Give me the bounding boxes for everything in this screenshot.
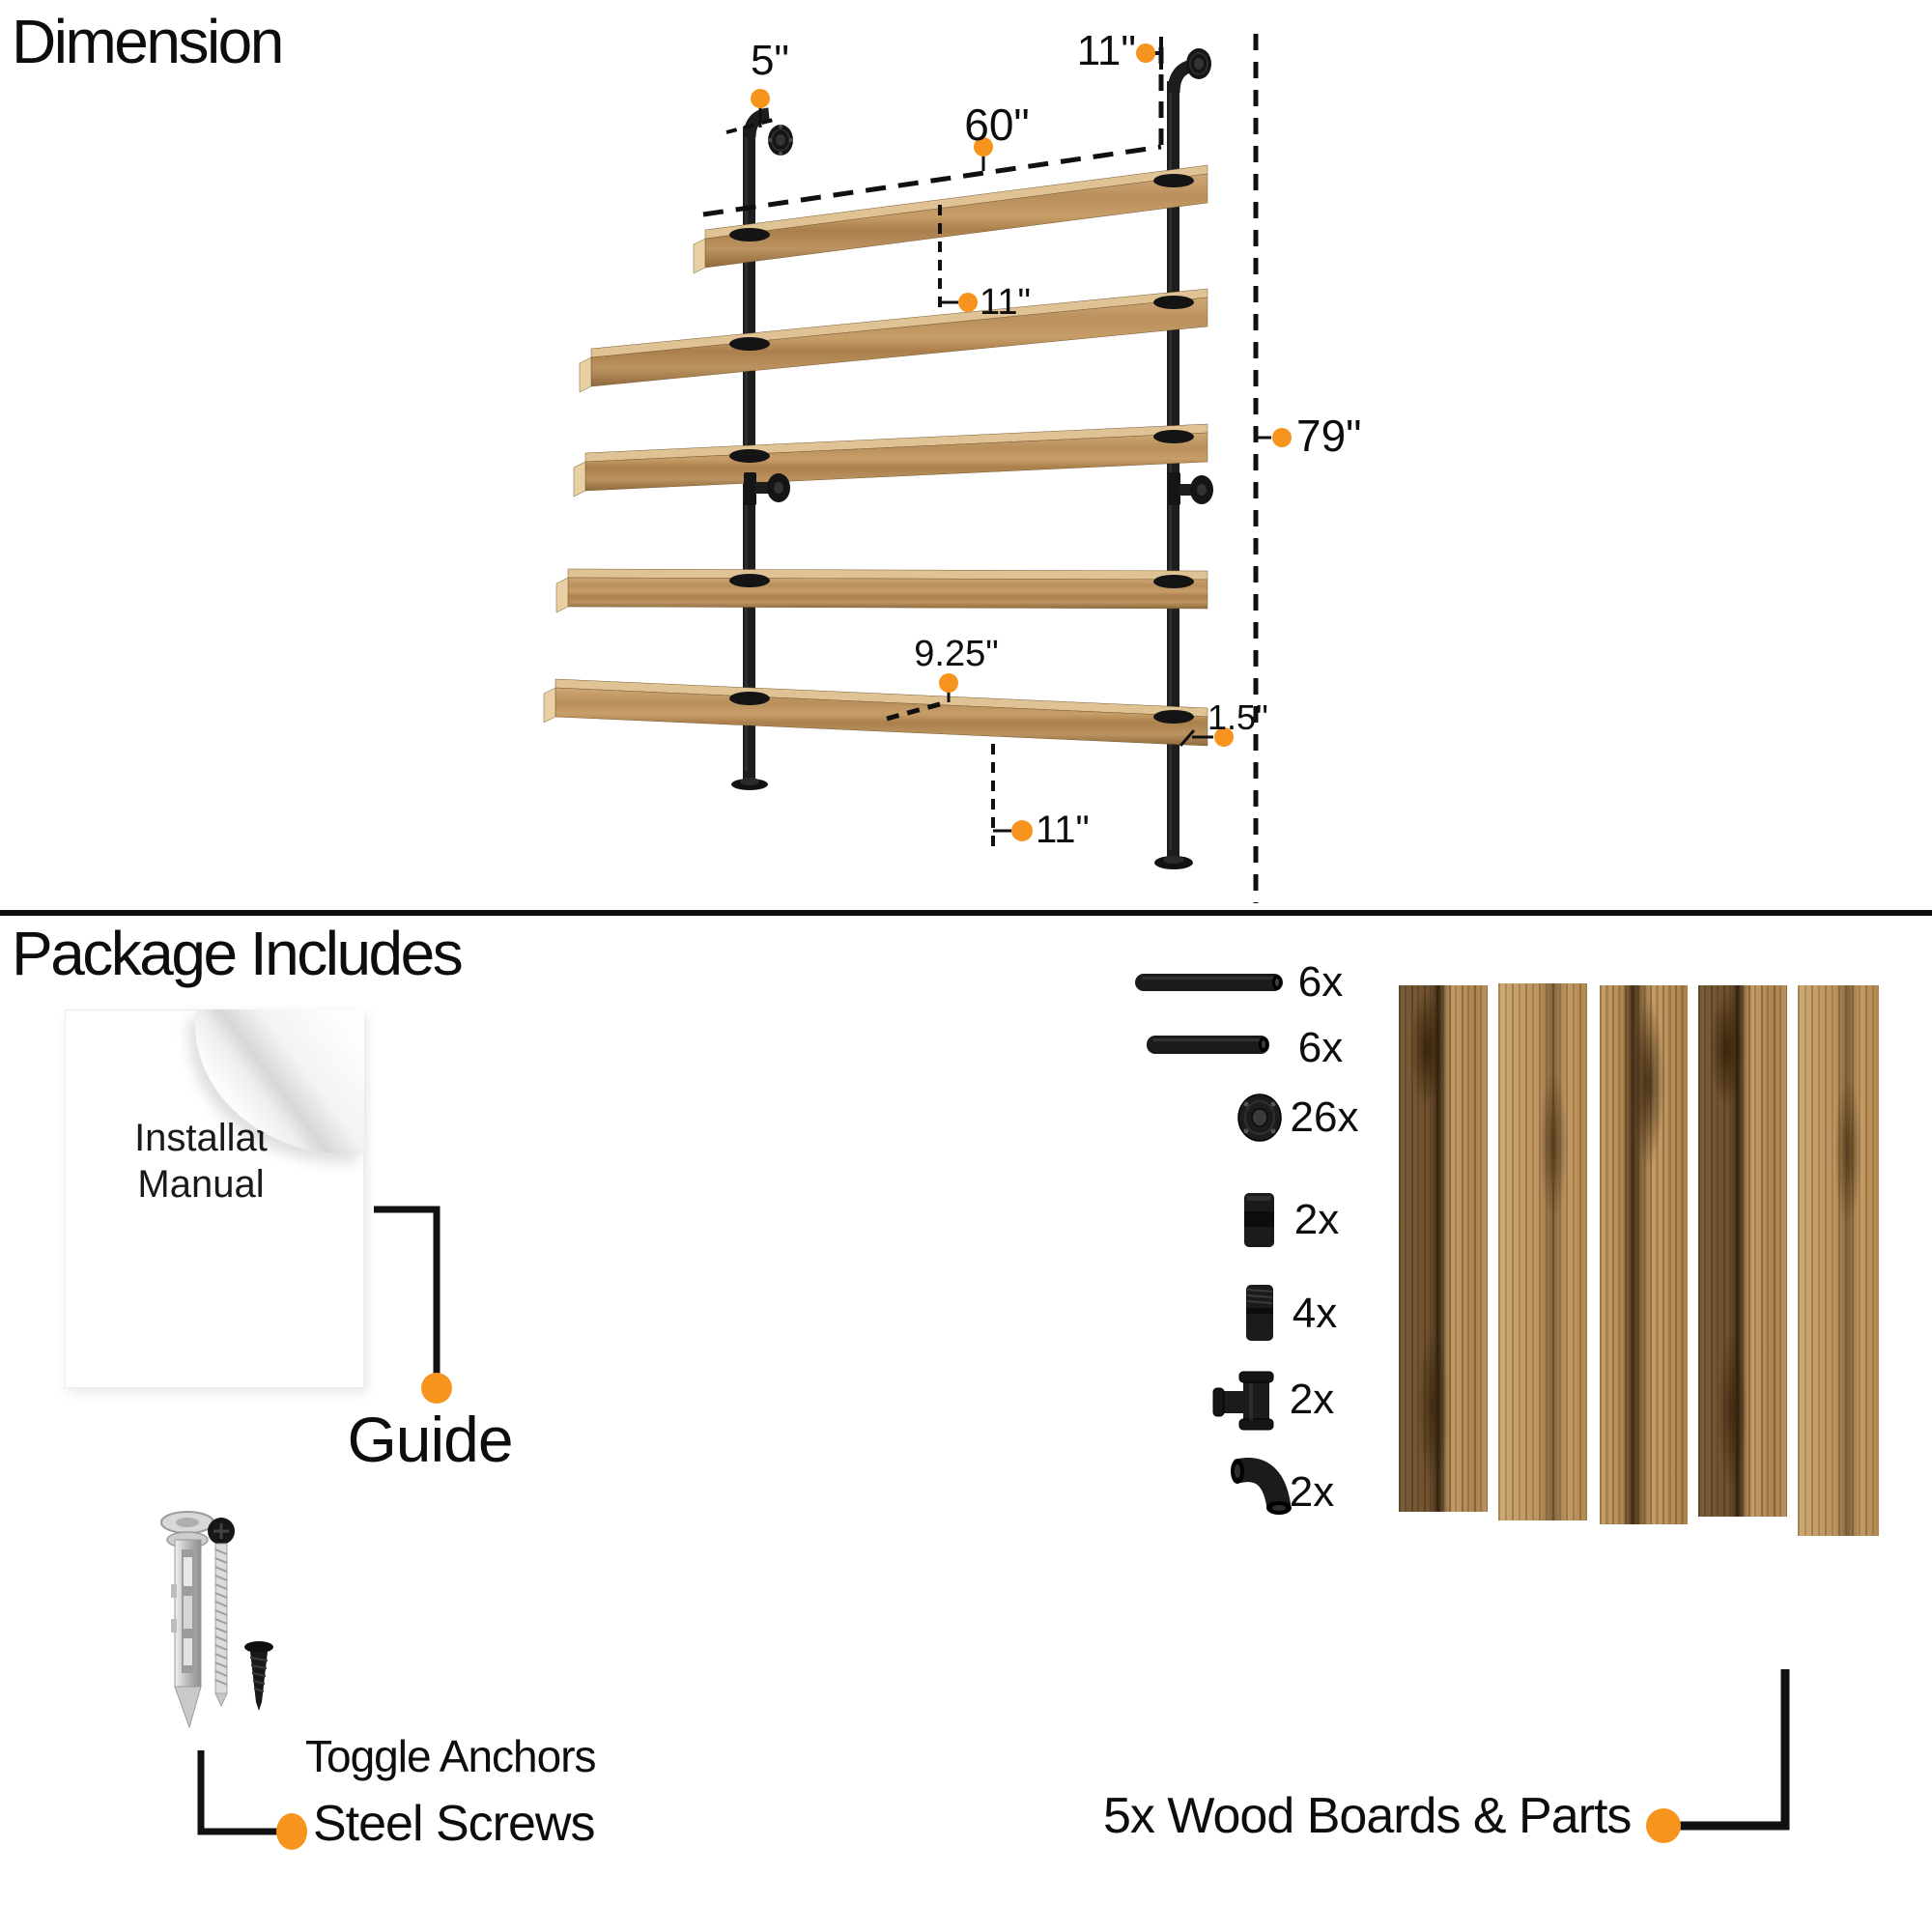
- qty-long-pipe: 6x: [1297, 958, 1344, 1006]
- manual-title-line2: Manual: [137, 1163, 265, 1206]
- boards-callout-label: 5x Wood Boards & Parts: [1103, 1788, 1632, 1844]
- guide-callout-label: Guide: [347, 1404, 513, 1475]
- section-divider: [0, 910, 1932, 916]
- dim-shelf-spacing-label: 11": [980, 282, 1031, 323]
- qty-long-nipple: 4x: [1292, 1290, 1338, 1337]
- long-screw-icon: [208, 1518, 235, 1708]
- wall-mount-brackets: [743, 48, 1213, 505]
- anchors-callout-label: Toggle Anchors: [305, 1731, 597, 1781]
- shelf-3: [573, 423, 1208, 497]
- elbow-fitting-icon: [1231, 1458, 1292, 1515]
- package-section-title: Package Includes: [12, 919, 464, 988]
- qty-short-pipe: 6x: [1297, 1024, 1344, 1071]
- shelf-5: [543, 678, 1208, 747]
- short-nipple-icon: [1244, 1193, 1274, 1247]
- dim-shelf-depth-label: 9.25": [914, 634, 999, 674]
- shelf-pipe-flanges: [729, 174, 1194, 724]
- parts-icons: [1135, 974, 1292, 1515]
- qty-floor-flange: 26x: [1290, 1094, 1359, 1141]
- floor-flanges: [731, 771, 1193, 869]
- wood-board: [1600, 985, 1688, 1524]
- short-pipe-icon: [1147, 1036, 1269, 1054]
- dim-top-inset-label: 11": [1076, 27, 1136, 74]
- wood-board: [1399, 985, 1488, 1512]
- callout-dots: [276, 1373, 1681, 1850]
- qty-short-nipple: 2x: [1293, 1196, 1340, 1243]
- qty-tee-fitting: 2x: [1289, 1376, 1335, 1423]
- toggle-anchor-icon: [160, 1511, 214, 1729]
- long-nipple-icon: [1246, 1285, 1273, 1341]
- screws-callout-label: Steel Screws: [313, 1796, 595, 1852]
- tee-fitting-icon: [1212, 1371, 1274, 1431]
- manual-title: Installat Manual: [85, 1115, 317, 1208]
- short-screw-icon: [244, 1641, 273, 1711]
- shelf-unit-diagram: [543, 34, 1292, 903]
- wood-board: [1698, 985, 1787, 1517]
- dimension-marker-dots: [751, 43, 1292, 841]
- dimension-section-title: Dimension: [12, 7, 284, 76]
- qty-elbow-fitting: 2x: [1289, 1468, 1335, 1516]
- dim-bottom-clearance-label: 11": [1036, 809, 1090, 851]
- dimension-lines: [702, 34, 1271, 903]
- floor-flange-icon: [1237, 1094, 1282, 1142]
- shelf-4: [555, 568, 1208, 613]
- shelf-boards: [543, 164, 1208, 747]
- dim-wall-offset-label: 5": [750, 37, 790, 84]
- shelf-1: [693, 164, 1208, 274]
- wood-board: [1798, 985, 1879, 1536]
- shelf-2: [579, 288, 1208, 393]
- callout-connectors: [197, 1206, 1790, 1835]
- dim-thickness-label: 1.5": [1208, 697, 1268, 737]
- long-pipe-icon: [1135, 974, 1283, 991]
- dim-total-height-label: 79": [1296, 411, 1362, 461]
- wood-board: [1498, 983, 1587, 1520]
- manual-title-line1: Installat: [134, 1117, 268, 1159]
- dim-shelf-width-label: 60": [964, 99, 1030, 150]
- installation-manual: Installat Manual: [65, 1009, 364, 1388]
